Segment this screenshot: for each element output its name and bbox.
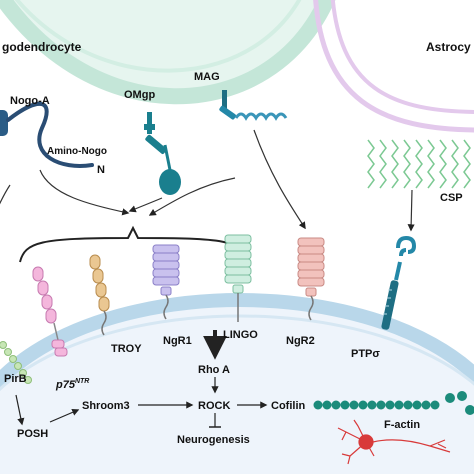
cofilin-label: Cofilin — [271, 400, 305, 412]
rock-label: ROCK — [198, 400, 230, 412]
ligand-arrows — [0, 129, 306, 230]
oligodendrocyte-label: godendrocyte — [2, 40, 82, 54]
ngr2-label: NgR2 — [286, 335, 315, 347]
posh-label: POSH — [17, 428, 48, 440]
receptor-bracket — [19, 225, 249, 263]
omgp-label: OMgp — [124, 89, 155, 101]
astrocyte-cell — [313, 0, 474, 133]
shroom3-label: Shroom3 — [82, 400, 130, 412]
ngr2-receptor — [297, 237, 325, 321]
troy-label: TROY — [111, 343, 142, 355]
neuron-membrane — [0, 292, 474, 474]
troy-receptor — [89, 254, 110, 336]
f-actin-chain — [313, 391, 474, 415]
pirb-receptor — [0, 341, 32, 384]
ptp-sigma-receptor — [381, 235, 417, 330]
lingo-label: LINGO — [223, 329, 258, 341]
mag-label: MAG — [194, 71, 220, 83]
ngr1-receptor — [152, 244, 180, 320]
n-terminus-label: N — [97, 164, 105, 176]
rho-a-label: Rho A — [198, 364, 230, 376]
nogo-a-protein — [0, 101, 94, 168]
cspg-arrow — [407, 189, 415, 232]
pirb-label: PirB — [4, 373, 27, 385]
f-actin-label: F-actin — [384, 419, 420, 431]
signaling-arrows — [15, 330, 268, 428]
cspg-chains — [367, 139, 471, 189]
lingo-receptor — [224, 234, 252, 322]
mag-protein — [219, 90, 288, 121]
ptp-sigma-label: PTPσ — [351, 348, 380, 360]
nogo-a-label: Nogo-A — [10, 95, 50, 107]
astrocyte-label: Astrocy — [426, 40, 471, 54]
neurogenesis-label: Neurogenesis — [177, 434, 250, 446]
p75-label: p75NTR — [55, 378, 89, 391]
neuron-icon — [337, 419, 451, 465]
p75ntr-receptor — [32, 266, 68, 357]
omgp-protein — [144, 112, 181, 195]
cspg-label: CSP — [440, 192, 463, 204]
ngr1-label: NgR1 — [163, 335, 192, 347]
oligodendrocyte-cell — [0, 0, 336, 105]
amino-nogo-label: Amino-Nogo — [47, 146, 107, 157]
